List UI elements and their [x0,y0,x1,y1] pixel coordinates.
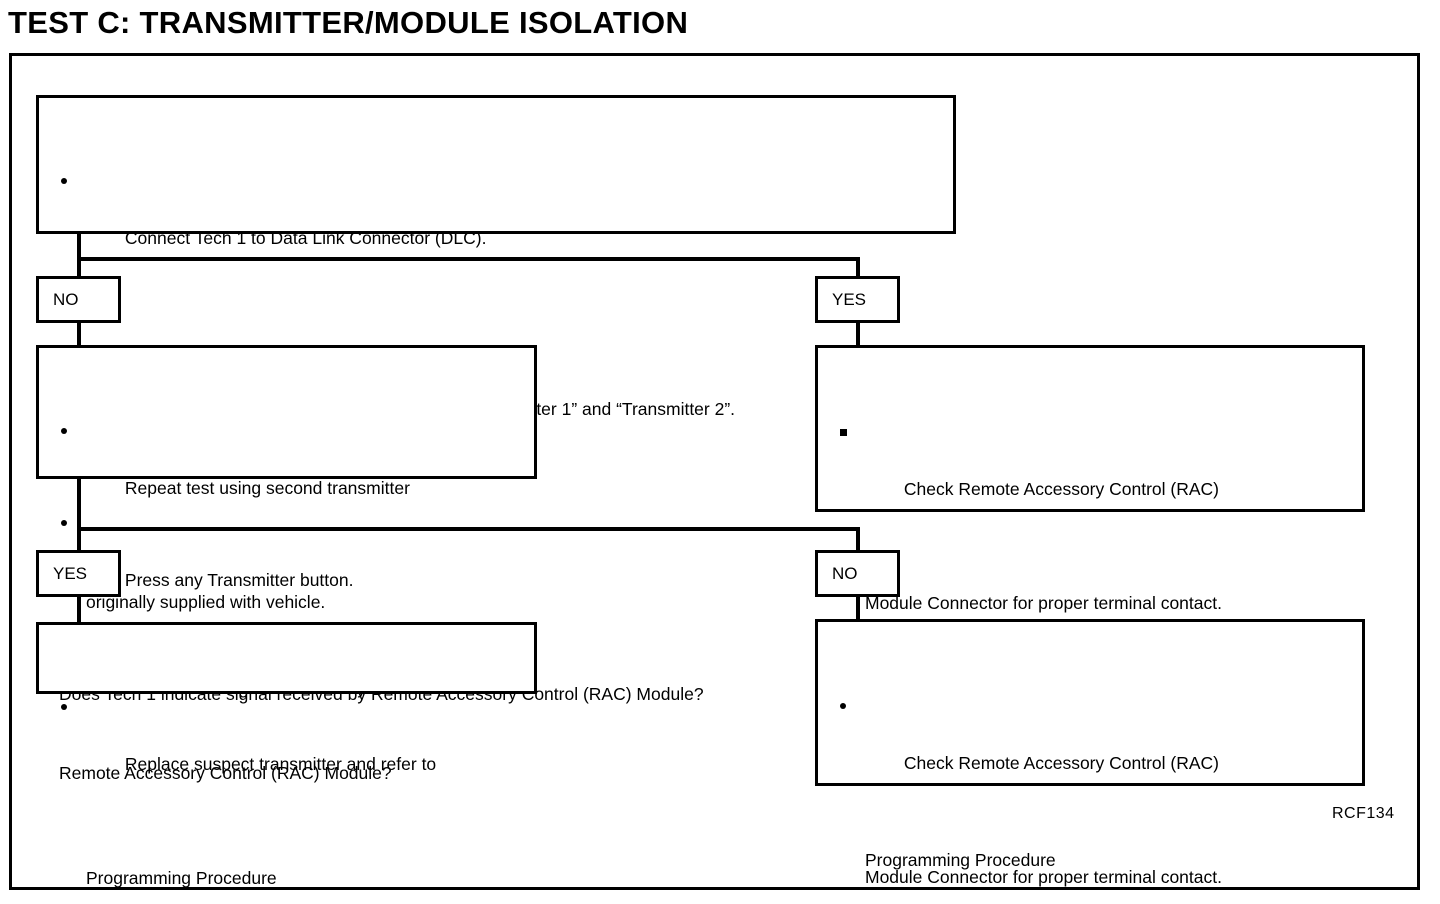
bullet-icon [61,428,67,434]
decision-branch2-yes-label: YES [53,563,88,583]
connector-second-test-to-no-drop [856,527,860,554]
check-rac-top-line-2: Module Connector for proper terminal con… [865,593,1222,613]
check-rac-bottom-bullet: Check Remote Accessory Control (RAC) [818,692,1362,806]
start-bullet-1-label: Connect Tech 1 to Data Link Connector (D… [124,228,487,248]
bullet-square-icon [840,429,847,436]
second-test-bullet: Repeat test using second transmitter [39,417,534,531]
check-rac-top-box: Check Remote Accessory Control (RAC) Mod… [815,345,1365,870]
start-bullet-1: Connect Tech 1 to Data Link Connector (D… [39,167,953,281]
connector-yes1-to-check-rac [856,323,860,347]
decision-branch1-no: NO [36,276,121,323]
decision-branch2-no: NO [815,550,900,597]
connector-yes2-to-replace-transmitter [77,597,81,624]
check-rac-bottom-line-1: Check Remote Accessory Control (RAC) [903,753,1220,773]
check-rac-top-line-1: Check Remote Accessory Control (RAC) [903,479,1220,499]
connector-start-to-yes-horizontal [77,257,860,261]
bullet-icon [61,520,67,526]
connector-second-test-stem [77,479,81,553]
replace-transmitter-box: Replace suspect transmitter and refer to… [36,622,537,888]
decision-branch2-no-label: NO [832,563,858,583]
second-test-bullet-line2: originally supplied with vehicle. [86,592,326,612]
decision-branch2-yes: YES [36,550,121,597]
bullet-icon [61,178,67,184]
figure-reference-code: RCF134 [1332,805,1395,822]
replace-transmitter-line-1: Replace suspect transmitter and refer to [124,754,437,774]
connector-second-test-to-no-horizontal [77,527,860,531]
connector-start-to-yes-drop [856,257,860,282]
connector-no1-to-second-test [77,323,81,347]
check-rac-top-line-5: Programming Procedure [865,849,1056,870]
second-test-question-line2: Remote Accessory Control (RAC) Module? [59,763,392,783]
bullet-icon [61,704,67,710]
decision-branch1-yes: YES [815,276,900,323]
check-rac-bottom-box: Check Remote Accessory Control (RAC) Mod… [815,619,1365,887]
connector-no2-to-check-rac-bottom [856,597,860,619]
decision-branch1-yes-label: YES [832,289,867,309]
check-rac-bottom-line-2: Module Connector for proper terminal con… [865,867,1222,887]
check-rac-top-bullet: Check Remote Accessory Control (RAC) [818,418,1362,532]
second-test-bullet-line1: Repeat test using second transmitter [124,478,410,498]
start-bullet-3-label: Press any Transmitter button. [124,570,354,590]
page-title: TEST C: TRANSMITTER/MODULE ISOLATION [8,5,689,40]
diagram-frame [9,53,1420,890]
bullet-icon [840,703,846,709]
replace-transmitter-line-2: Programming Procedure [86,868,277,888]
start-bullet-3: Press any Transmitter button. [39,509,953,623]
decision-branch1-no-label: NO [53,289,79,309]
replace-transmitter-bullet: Replace suspect transmitter and refer to [39,693,534,807]
start-step-box: Connect Tech 1 to Data Link Connector (D… [36,95,956,704]
second-test-box: Repeat test using second transmitter ori… [36,345,537,783]
